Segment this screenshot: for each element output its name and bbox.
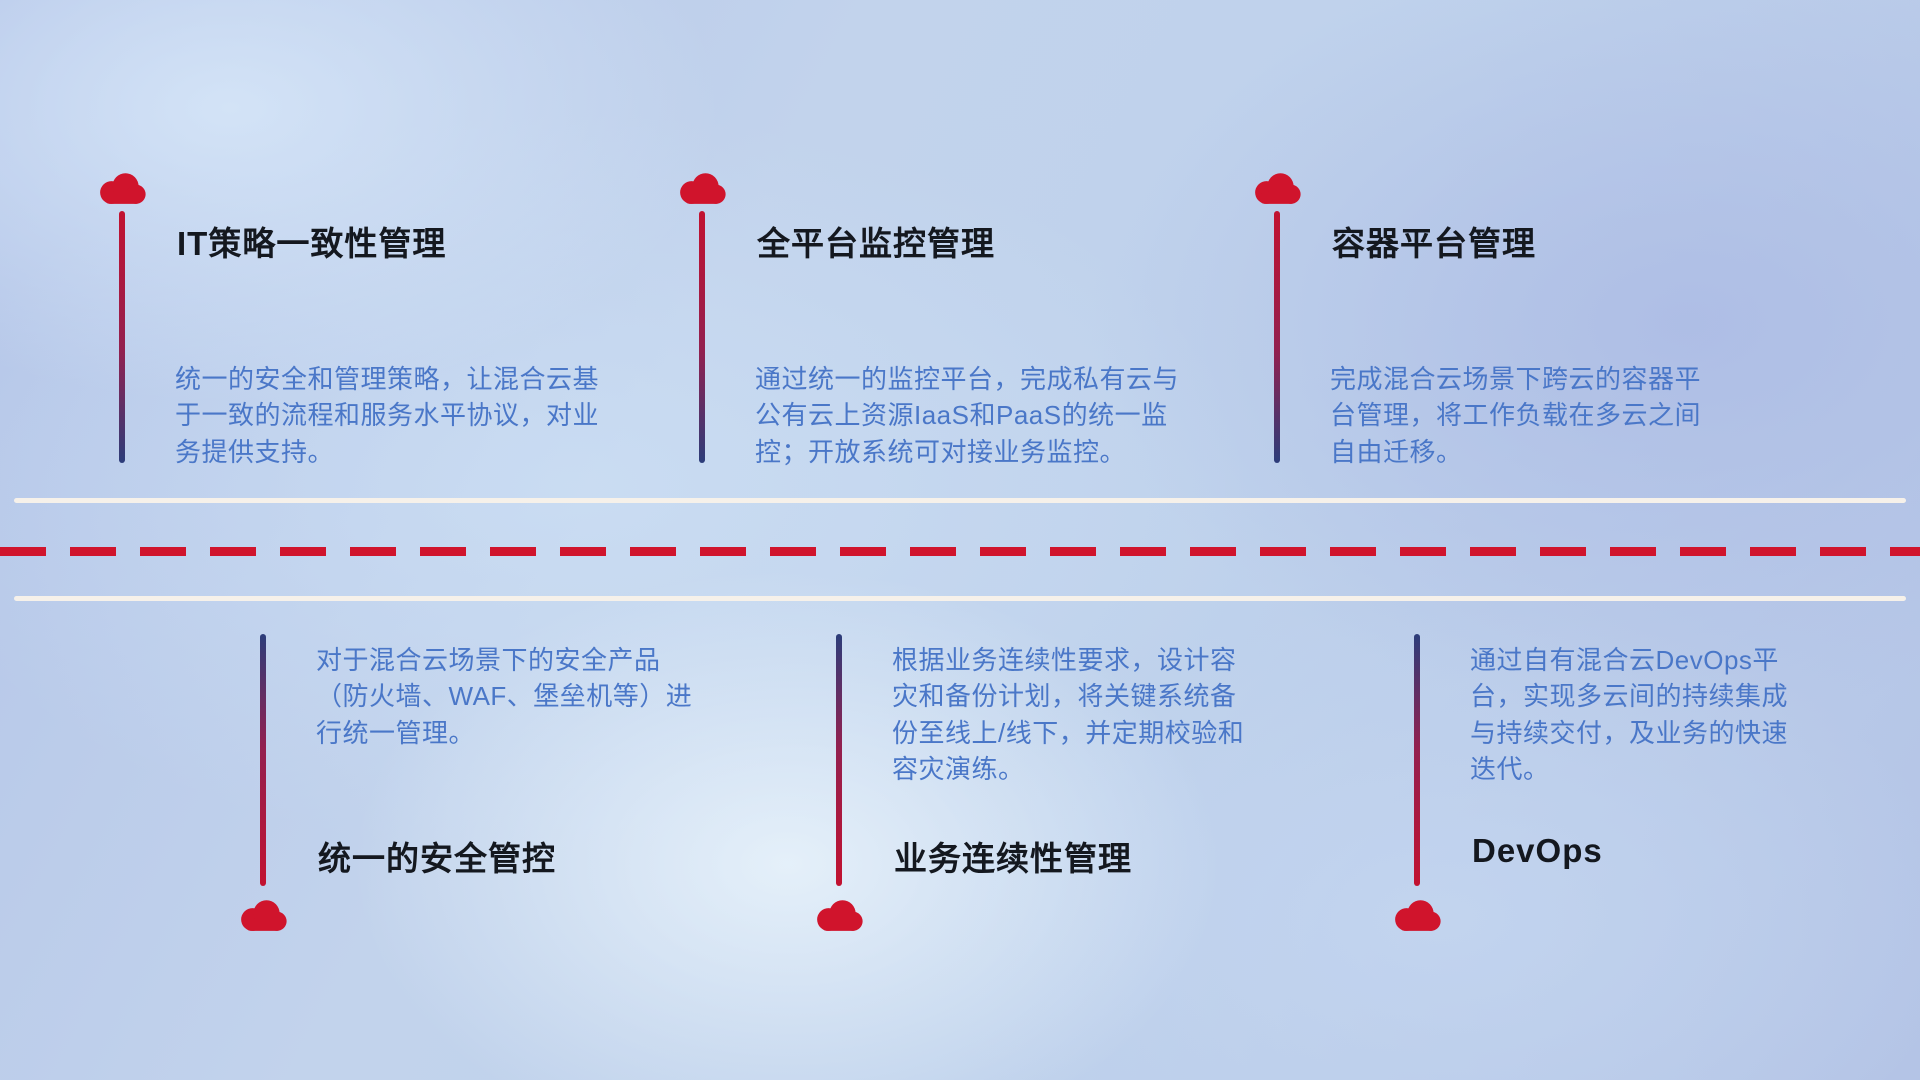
divider-line-bottom <box>14 596 1906 601</box>
item-business-continuity: 业务连续性管理 根据业务连续性要求，设计容灾和备份计划，将关键系统备份至线上/线… <box>817 634 1261 944</box>
item-title: DevOps <box>1472 832 1603 869</box>
divider-dashed-line <box>0 547 1920 556</box>
connector-line <box>1414 634 1420 886</box>
item-title: IT策略一致性管理 <box>177 225 447 262</box>
item-title: 全平台监控管理 <box>757 225 995 262</box>
cloud-icon <box>674 169 730 209</box>
item-description: 根据业务连续性要求，设计容灾和备份计划，将关键系统备份至线上/线下，并定期校验和… <box>892 645 1245 785</box>
connector-line <box>1274 211 1280 463</box>
item-description: 通过统一的监控平台，完成私有云与公有云上资源IaaS和PaaS的统一监控；开放系… <box>755 364 1180 467</box>
item-description: 统一的安全和管理策略，让混合云基于一致的流程和服务水平协议，对业务提供支持。 <box>175 364 600 467</box>
item-description: 完成混合云场景下跨云的容器平台管理，将工作负载在多云之间自由迁移。 <box>1330 364 1702 467</box>
cloud-icon <box>94 169 150 209</box>
item-monitoring: 全平台监控管理 通过统一的监控平台，完成私有云与公有云上资源IaaS和PaaS的… <box>680 169 1189 469</box>
divider-line-top <box>14 498 1906 503</box>
item-container-platform: 容器平台管理 完成混合云场景下跨云的容器平台管理，将工作负载在多云之间自由迁移。 <box>1255 169 1714 469</box>
connector-line <box>836 634 842 886</box>
item-security-control: 统一的安全管控 对于混合云场景下的安全产品（防火墙、WAF、堡垒机等）进行统一管… <box>241 634 700 944</box>
item-it-policy: IT策略一致性管理 统一的安全和管理策略，让混合云基于一致的流程和服务水平协议，… <box>100 169 600 469</box>
item-description: 对于混合云场景下的安全产品（防火墙、WAF、堡垒机等）进行统一管理。 <box>316 645 693 748</box>
cloud-icon <box>1389 896 1445 936</box>
connector-line <box>119 211 125 463</box>
item-title: 业务连续性管理 <box>894 840 1132 877</box>
cloud-icon <box>235 896 291 936</box>
cloud-icon <box>811 896 867 936</box>
connector-line <box>260 634 266 886</box>
item-description: 通过自有混合云DevOps平台，实现多云间的持续集成与持续交付，及业务的快速迭代… <box>1470 645 1789 785</box>
cloud-icon <box>1249 169 1305 209</box>
item-title: 容器平台管理 <box>1332 225 1536 262</box>
connector-line <box>699 211 705 463</box>
item-devops: DevOps 通过自有混合云DevOps平台，实现多云间的持续集成与持续交付，及… <box>1395 634 1814 944</box>
item-title: 统一的安全管控 <box>318 840 556 877</box>
